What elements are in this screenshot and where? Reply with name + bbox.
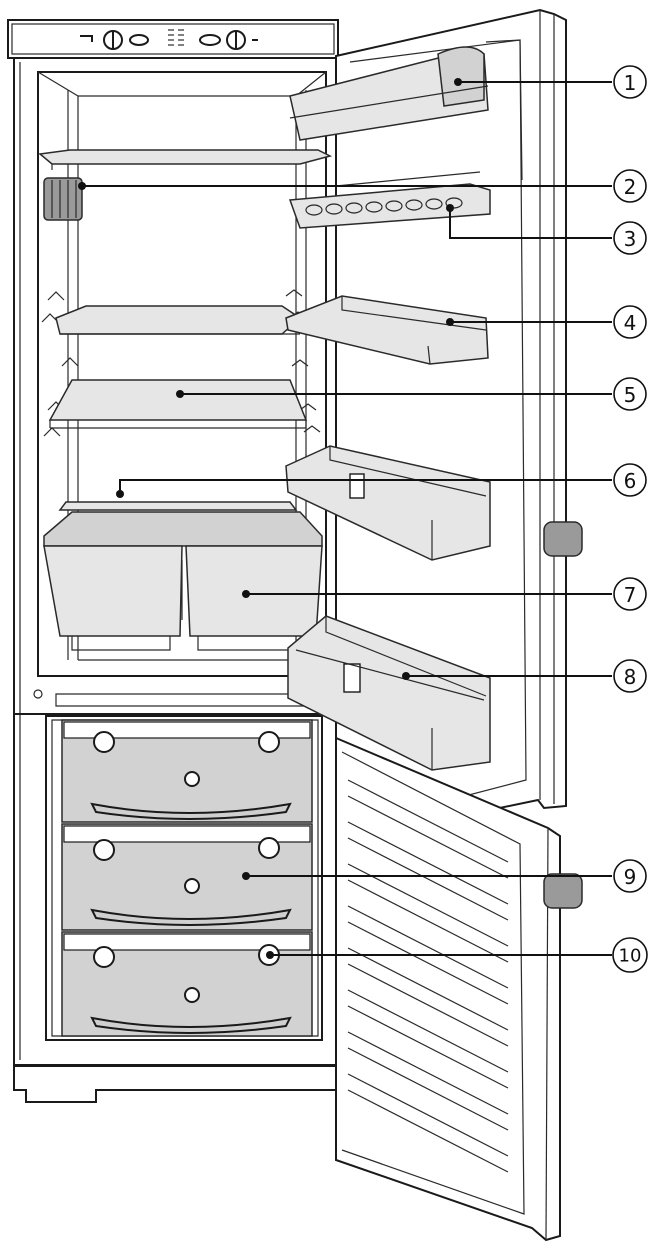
freezer-door [335, 736, 583, 1242]
fridge-door-handle [543, 521, 583, 557]
plinth [13, 1065, 337, 1103]
callout-6-label: 6 [624, 469, 637, 493]
callout-9-label: 9 [624, 865, 637, 889]
top-glass-shelf [38, 149, 333, 165]
leader-3-dot [446, 204, 454, 212]
freezer-drawer-2 [61, 823, 313, 931]
callout-4: 4 [613, 305, 647, 339]
callout-3-label: 3 [624, 227, 637, 251]
callout-2: 2 [613, 169, 647, 203]
lower-glass-shelf [48, 379, 308, 421]
leader-5-dot [176, 390, 184, 398]
fan-unit [43, 177, 83, 221]
control-panel-knobs [80, 29, 258, 50]
callout-10-label: 10 [619, 946, 642, 967]
leader-lines [78, 78, 612, 959]
leader-6-dot [116, 490, 124, 498]
freezer-door-handle [543, 873, 583, 909]
fridge-door [285, 8, 583, 844]
callout-4-label: 4 [624, 311, 637, 335]
leader-4-dot [446, 318, 454, 326]
callout-1-label: 1 [624, 71, 637, 95]
door-bin-middle [285, 295, 489, 365]
callouts: 1 2 3 4 5 6 7 8 [612, 65, 648, 973]
callout-8: 8 [613, 659, 647, 693]
leader-9-dot [242, 872, 250, 880]
leader-7-dot [242, 590, 250, 598]
callout-2-label: 2 [624, 175, 637, 199]
callout-9: 9 [613, 859, 647, 893]
leader-2-dot [78, 182, 86, 190]
callout-5-label: 5 [624, 383, 637, 407]
callout-1: 1 [613, 65, 647, 99]
callout-7-label: 7 [624, 583, 637, 607]
callout-5: 5 [613, 377, 647, 411]
leader-1-dot [454, 78, 462, 86]
freezer-drawer-1 [61, 719, 313, 823]
callout-3: 3 [613, 221, 647, 255]
leader-10-dot [266, 951, 274, 959]
callout-6: 6 [613, 463, 647, 497]
crisper-cover [43, 501, 323, 547]
door-bin-eggs [288, 171, 491, 229]
leader-6 [119, 479, 612, 494]
leader-8-dot [402, 672, 410, 680]
callout-10: 10 [612, 937, 648, 973]
callout-7: 7 [613, 577, 647, 611]
callout-8-label: 8 [624, 665, 637, 689]
freezer-compartment [13, 715, 337, 1103]
middle-glass-shelf [55, 305, 302, 335]
freezer-drawer-3 [61, 931, 313, 1037]
crisper-drawers [43, 545, 323, 651]
fridge-compartment [14, 71, 336, 715]
leader-3 [449, 208, 612, 239]
control-panel [7, 19, 339, 59]
door-bin-bottles [287, 615, 491, 771]
